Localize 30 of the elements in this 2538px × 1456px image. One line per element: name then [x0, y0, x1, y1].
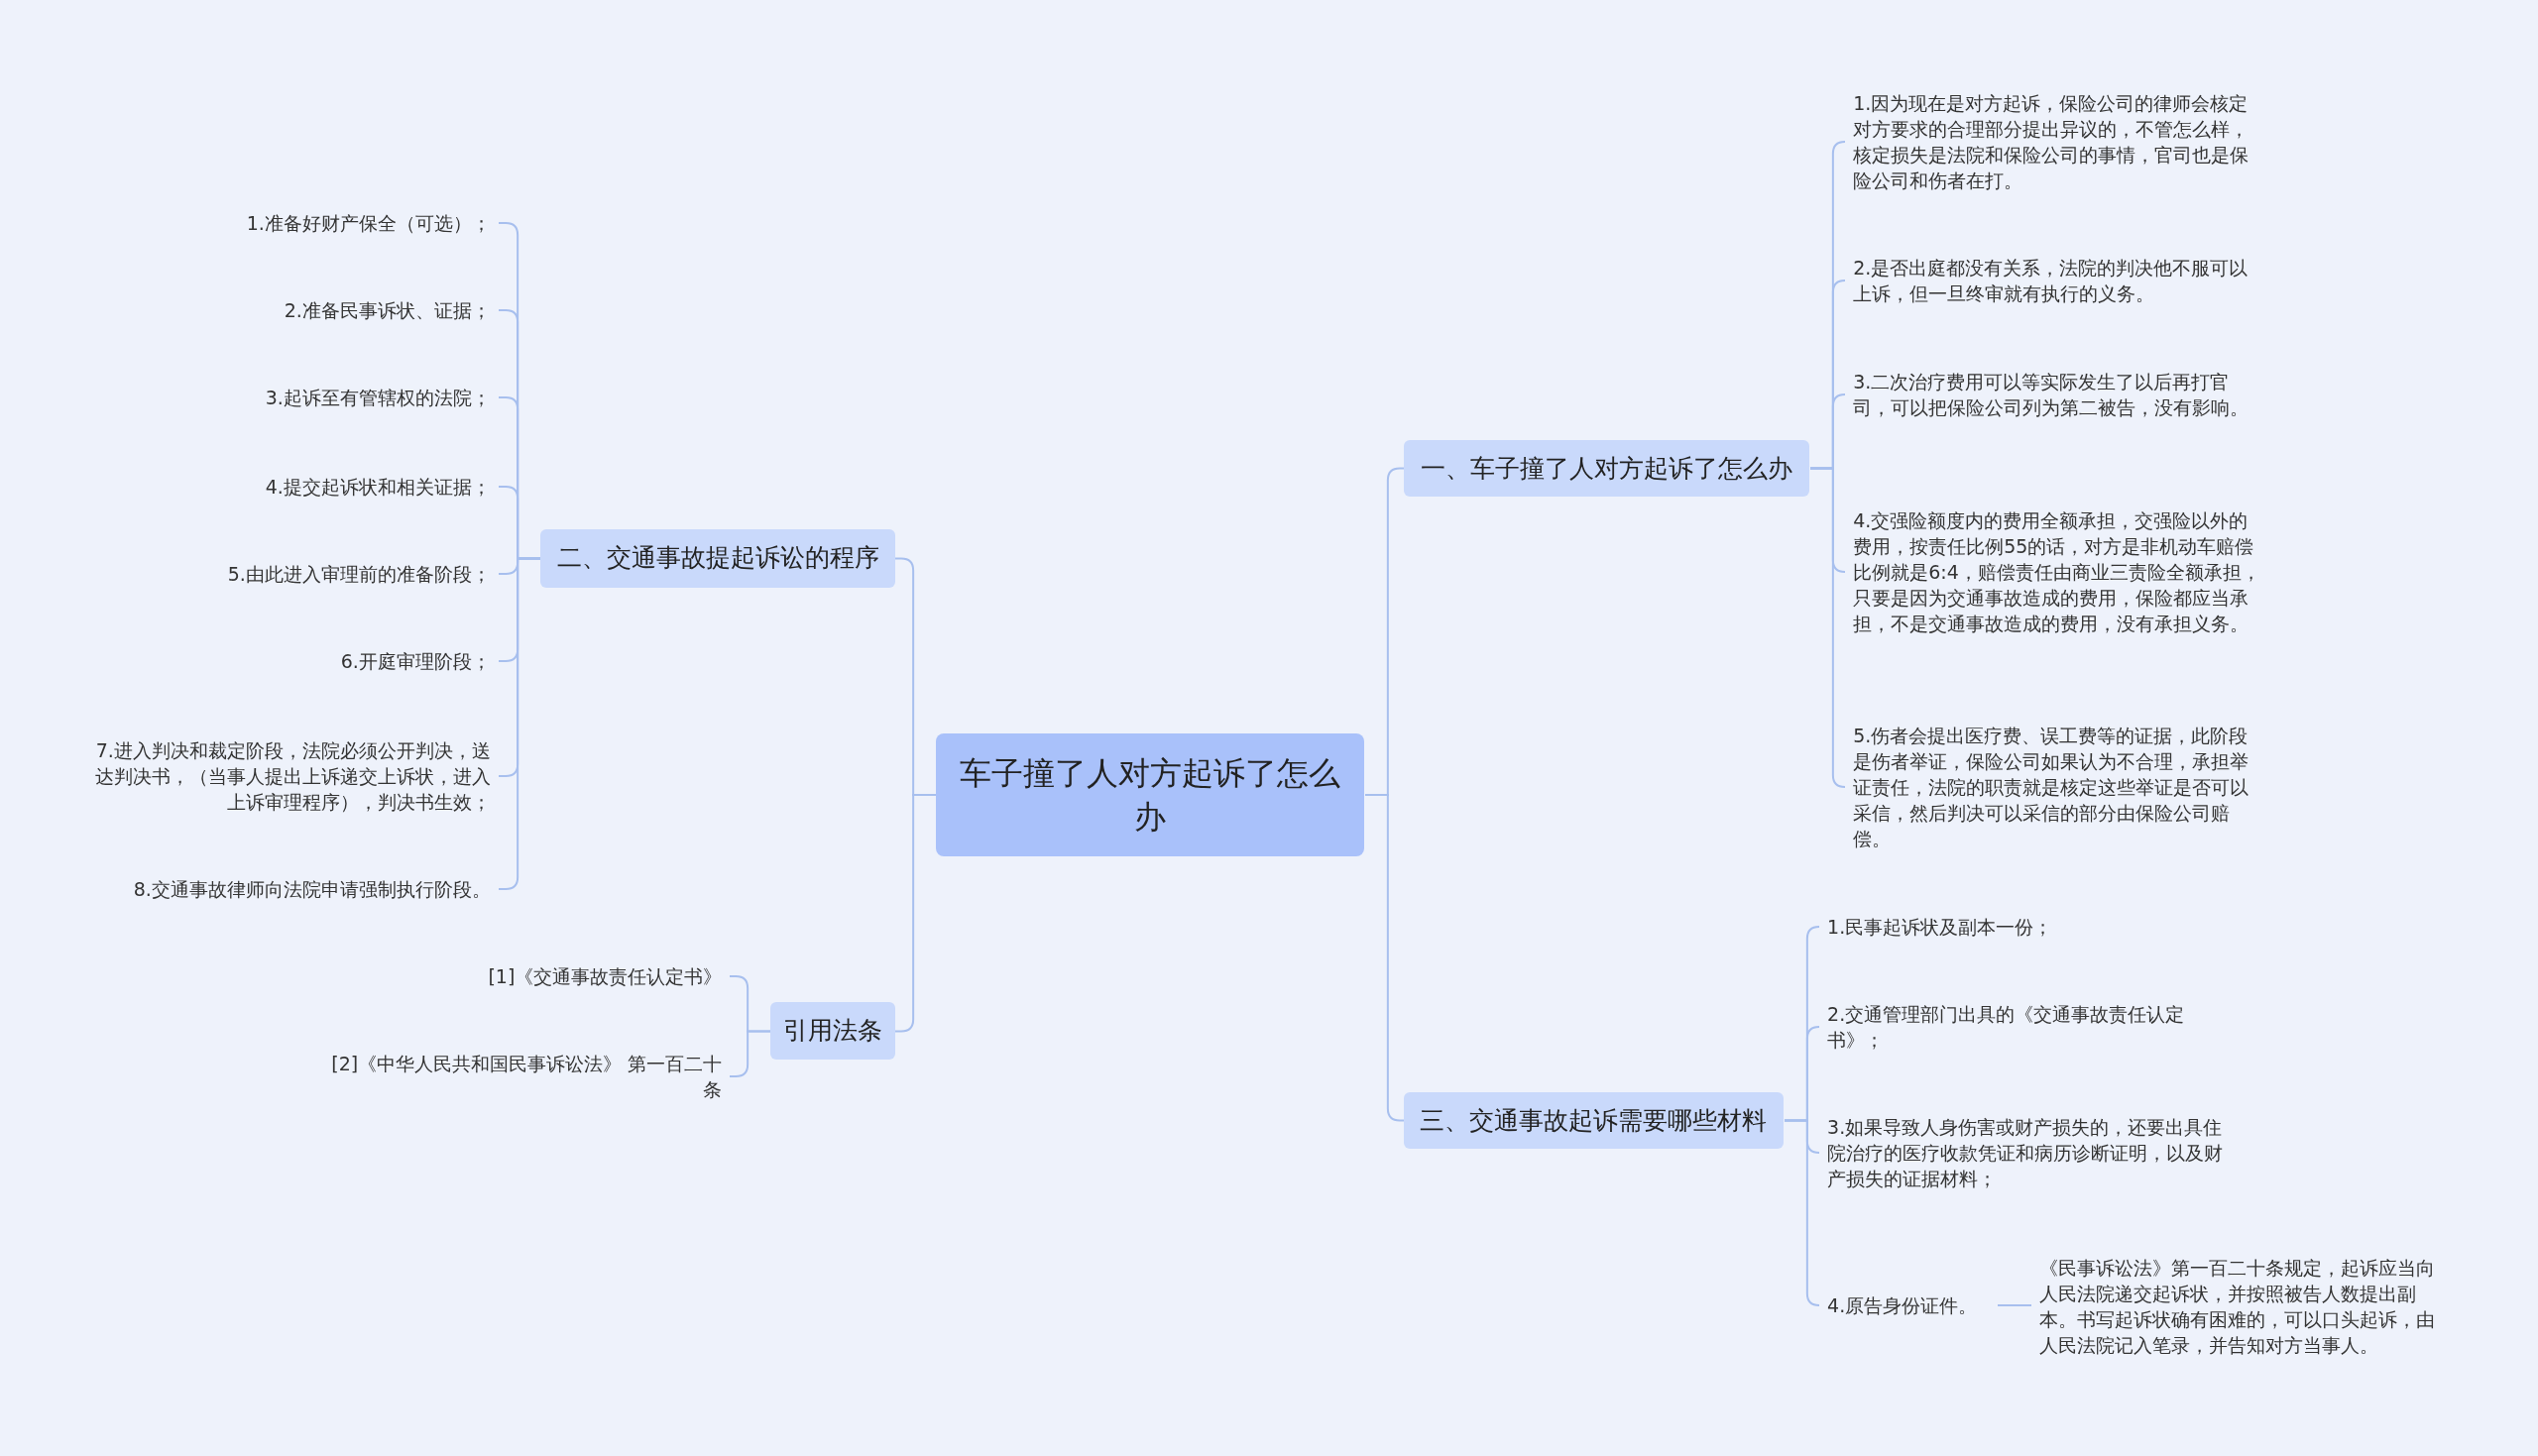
topic-box: 引用法条 — [770, 1001, 895, 1061]
subtopic-text: 1.民事起诉状及副本一份； — [1819, 913, 2244, 940]
subtopic-text: 4.提交起诉状和相关证据； — [64, 473, 499, 500]
subtopic-text: 4.交强险额度内的费用全额承担，交强险以外的费用，按责任比例55的话，对方是非机动车赔偿比例就是6:4，赔偿责任由商业三责险全额承担，只要是因为交通事故造成的费用，保险都应当承担，不是交通事故造成的费用，没有承担义务。 — [1845, 506, 2269, 636]
subtopic-text: 3.二次治疗费用可以等实际发生了以后再打官司，可以把保险公司列为第二被告，没有影响。 — [1845, 368, 2269, 420]
central-topic-box: 车子撞了人对方起诉了怎么办 — [935, 732, 1365, 856]
connector-line — [1809, 467, 1846, 788]
subtopic-text: 8.交通事故律师向法院申请强制执行阶段。 — [64, 876, 499, 903]
subtopic-text: 《民事诉讼法》第一百二十条规定，起诉应当向人民法院递交起诉状，并按照被告人数提出副本。书写起诉状确有困难的，可以口头起诉，由人民法院记入笔录，并告知对方当事人。 — [2030, 1255, 2461, 1359]
topic-box: 三、交通事故起诉需要哪些材料 — [1403, 1092, 1785, 1150]
subtopic-text: [1]《交通事故责任认定书》 — [307, 963, 731, 990]
subtopic-text: 1.准备好财产保全（可选）； — [64, 209, 499, 236]
connector-line — [1364, 794, 1405, 1122]
subtopic-text: 1.因为现在是对方起诉，保险公司的律师会核定对方要求的合理部分提出异议的，不管怎么样，核定损失是法院和保险公司的事情，官司也是保险公司和伤者在打。 — [1845, 89, 2269, 193]
connector-line — [729, 1030, 771, 1077]
subtopic-text: 7.进入判决和裁定阶段，法院必须公开判决，送达判决书，（当事人提出上诉递交上诉状，进入上诉审理程序），判决书生效； — [80, 736, 499, 815]
topic-box: 二、交通事故提起诉讼的程序 — [540, 528, 895, 588]
subtopic-text: 2.是否出庭都没有关系，法院的判决他不服可以上诉，但一旦终审就有执行的义务。 — [1845, 255, 2269, 307]
topic-box: 一、车子撞了人对方起诉了怎么办 — [1403, 440, 1810, 498]
subtopic-text: 4.原告身份证件。 — [1819, 1291, 1998, 1318]
subtopic-text: [2]《中华人民共和国民事诉讼法》 第一百二十条 — [310, 1051, 731, 1103]
subtopic-text: 5.伤者会提出医疗费、误工费等的证据，此阶段是伤者举证，保险公司如果认为不合理，承担举证责任，法院的职责就是核定这些举证是否可以采信，然后判决可以采信的部分由保险公司赔偿。 — [1845, 723, 2269, 852]
subtopic-text: 3.起诉至有管辖权的法院； — [64, 384, 499, 410]
subtopic-text: 5.由此进入审理前的准备阶段； — [64, 560, 499, 587]
subtopic-text: 2.交通管理部门出具的《交通事故责任认定书》； — [1819, 1000, 2244, 1053]
connector-line — [1997, 1304, 2032, 1306]
connector-line — [498, 557, 541, 890]
subtopic-text: 3.如果导致人身伤害或财产损失的，还要出具住院治疗的医疗收款凭证和病历诊断证明，以及财产损失的证据材料； — [1819, 1114, 2244, 1192]
subtopic-text: 2.准备民事诉状、证据； — [64, 296, 499, 323]
subtopic-text: 6.开庭审理阶段； — [64, 647, 499, 674]
